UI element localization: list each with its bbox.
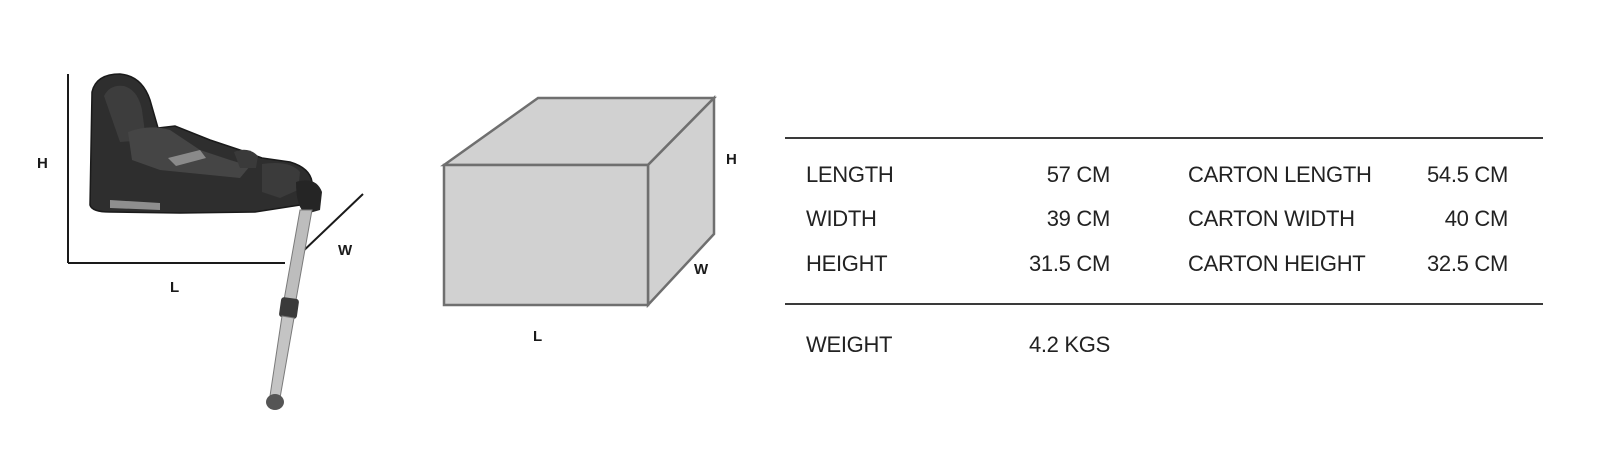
product-height-label: H bbox=[37, 155, 48, 172]
carton-width-label: W bbox=[694, 261, 709, 278]
carton-height-label: H bbox=[726, 151, 737, 168]
spec-label: LENGTH bbox=[806, 162, 894, 187]
weight-label: WEIGHT bbox=[806, 332, 893, 357]
product-length-label: L bbox=[170, 279, 179, 296]
spec-label: HEIGHT bbox=[806, 251, 888, 276]
table-middle-rule bbox=[785, 303, 1543, 305]
carton-length-label: L bbox=[533, 328, 542, 345]
carton-box-image bbox=[440, 94, 717, 309]
width-axis-line bbox=[297, 193, 364, 257]
carton-spec-value: 54.5 CM bbox=[1426, 162, 1508, 187]
spec-label: WIDTH bbox=[806, 206, 877, 231]
carton-spec-label: CARTON WIDTH bbox=[1188, 206, 1355, 231]
carton-spec-label: CARTON LENGTH bbox=[1188, 162, 1372, 187]
table-top-rule bbox=[785, 137, 1543, 139]
carton-spec-label: CARTON HEIGHT bbox=[1188, 251, 1366, 276]
carton-spec-value: 40 CM bbox=[1444, 206, 1509, 231]
weight-value: 4.2 KGS bbox=[1028, 332, 1110, 357]
carton-spec-value: 32.5 CM bbox=[1426, 251, 1508, 276]
car-seat-base-image bbox=[89, 73, 322, 214]
product-dimension-diagram: H W L bbox=[37, 73, 364, 410]
spec-value: 57 CM bbox=[1046, 162, 1111, 187]
product-width-label: W bbox=[338, 242, 353, 259]
support-leg-image bbox=[266, 209, 313, 410]
spec-value: 39 CM bbox=[1046, 206, 1111, 231]
spec-value: 31.5 CM bbox=[1028, 251, 1110, 276]
